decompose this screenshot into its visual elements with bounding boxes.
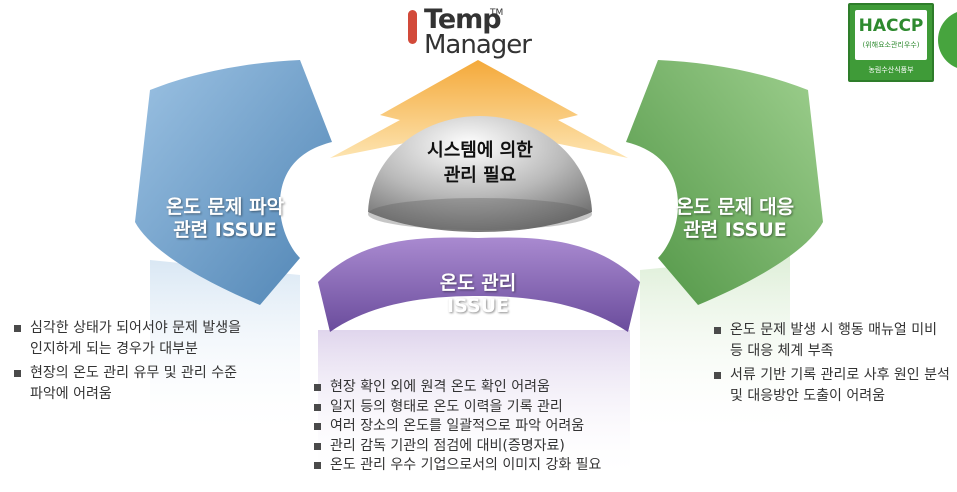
haccp-badge-panel: HACCP (위해요소관리우수) (855, 10, 927, 60)
middle-segment-label: 온도 관리 ISSUE (396, 272, 560, 318)
center-label-line2: 관리 필요 (443, 165, 517, 186)
middle-issue-item: 여러 장소의 온도를 일괄적으로 파악 어려움 (312, 417, 652, 437)
left-segment-line2: 관련 ISSUE (173, 219, 277, 241)
right-segment-shape (626, 60, 823, 305)
haccp-ministry: 농림수산식품부 (868, 66, 914, 74)
left-issue-list: 심각한 상태가 되어서야 문제 발생을 인지하게 되는 경우가 대부분 현장의 … (12, 318, 252, 408)
haccp-subtitle: (위해요소관리우수) (862, 41, 920, 49)
haccp-title: HACCP (858, 16, 924, 36)
right-segment-reflection (640, 255, 790, 440)
dome-base (368, 198, 592, 230)
logo-text-temp: Temp (424, 4, 502, 35)
haccp-badge: HACCP (위해요소관리우수) 농림수산식품부 (848, 3, 934, 82)
middle-segment-reflection (318, 330, 630, 480)
middle-issue-item: 일지 등의 형태로 온도 이력을 기록 관리 (312, 398, 652, 418)
middle-segment-shape (318, 237, 640, 332)
middle-issue-list: 현장 확인 외에 원격 온도 확인 어려움 일지 등의 형태로 온도 이력을 기… (312, 378, 652, 476)
center-label-line1: 시스템에 의한 (427, 140, 533, 161)
right-segment-label: 온도 문제 대응 관련 ISSUE (650, 196, 820, 242)
middle-segment-line2: ISSUE (447, 295, 509, 317)
left-segment-line1: 온도 문제 파악 (165, 196, 285, 218)
middle-issue-item: 현장 확인 외에 원격 온도 확인 어려움 (312, 378, 652, 398)
temp-manager-logo: Temp TM Manager (402, 4, 562, 62)
right-issue-item: 온도 문제 발생 시 행동 매뉴얼 미비 등 대응 체계 부족 (712, 320, 950, 362)
right-issue-item: 서류 기반 기록 관리로 사후 원인 분석 및 대응방안 도출이 어려움 (712, 365, 950, 407)
middle-issue-item: 관리 감독 기관의 점검에 대비(증명자료) (312, 437, 652, 457)
logo-text-manager: Manager (424, 30, 532, 60)
right-issue-list: 온도 문제 발생 시 행동 매뉴얼 미비 등 대응 체계 부족 서류 기반 기록… (712, 320, 950, 410)
center-label: 시스템에 의한 관리 필요 (392, 138, 568, 188)
right-segment-line1: 온도 문제 대응 (675, 196, 795, 218)
left-issue-item: 현장의 온도 관리 유무 및 관리 수준 파악에 어려움 (12, 363, 252, 405)
right-segment-line2: 관련 ISSUE (683, 219, 787, 241)
middle-issue-item: 온도 관리 우수 기업으로서의 이미지 강화 필요 (312, 456, 652, 476)
left-issue-item: 심각한 상태가 되어서야 문제 발생을 인지하게 되는 경우가 대부분 (12, 318, 252, 360)
middle-segment-line1: 온도 관리 (439, 272, 517, 294)
thermometer-icon (408, 10, 417, 44)
left-segment-shape (135, 60, 332, 305)
upward-arrow (330, 60, 628, 158)
green-circle-logo (938, 10, 957, 70)
left-segment-reflection (150, 260, 300, 440)
left-segment-label: 온도 문제 파악 관련 ISSUE (140, 196, 310, 242)
logo-trademark: TM (490, 8, 504, 18)
center-dome (368, 116, 592, 232)
